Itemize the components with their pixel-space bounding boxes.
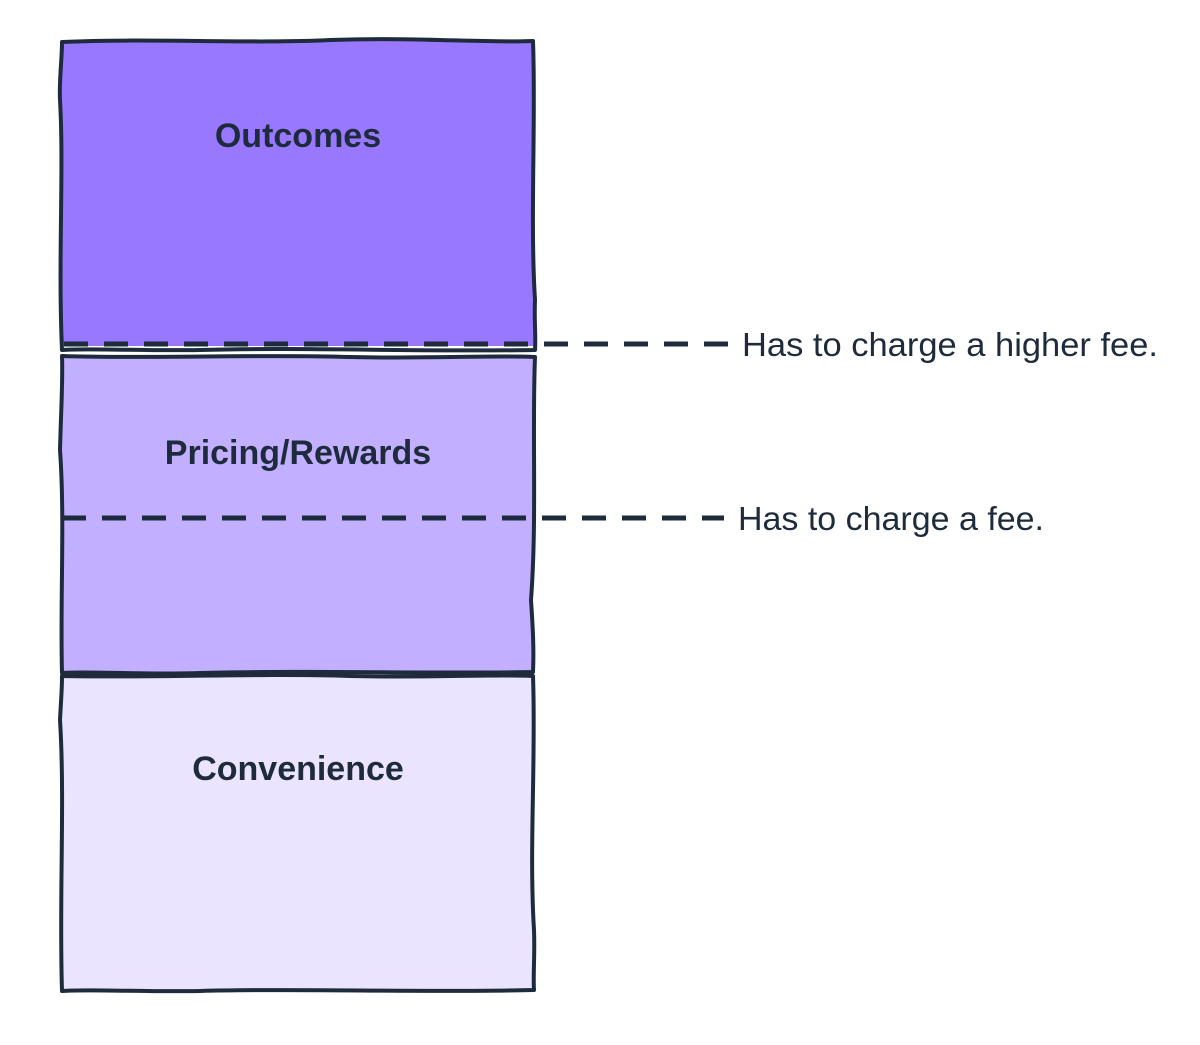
layer-label-convenience: Convenience <box>192 750 404 788</box>
layer-label-outcomes: Outcomes <box>215 117 381 155</box>
threshold-label-fee: Has to charge a fee. <box>738 500 1044 537</box>
layer-label-pricing-rewards: Pricing/Rewards <box>165 434 431 472</box>
outcomes-border <box>57 37 538 353</box>
convenience-border <box>58 673 537 994</box>
pricing-rewards-layer <box>60 356 535 674</box>
outcomes-layer <box>59 39 535 347</box>
threshold-label-higher-fee: Has to charge a higher fee. <box>742 326 1158 363</box>
pricing-rewards-border <box>58 354 537 676</box>
convenience-layer <box>60 671 535 992</box>
